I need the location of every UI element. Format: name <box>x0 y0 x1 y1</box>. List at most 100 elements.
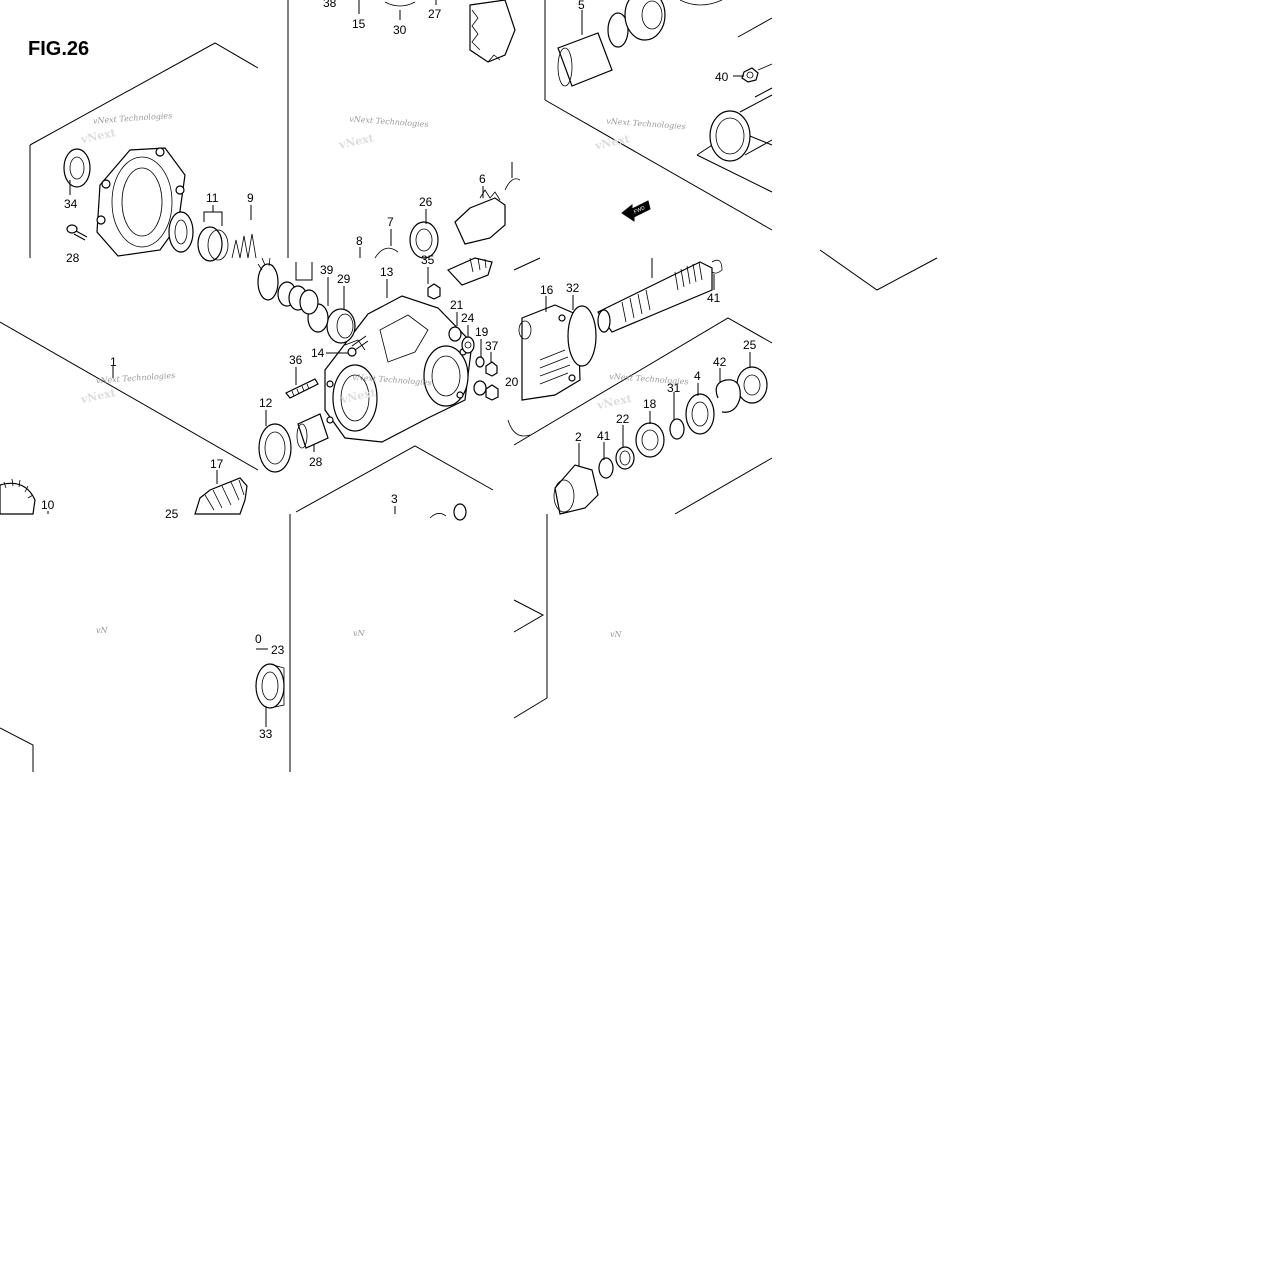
oil-seal-34 <box>63 148 91 188</box>
washer-22 <box>615 446 635 470</box>
bolt-28 <box>66 224 88 241</box>
fwd-direction-arrow: FWD <box>621 200 651 222</box>
callout-18: 18 <box>643 397 657 411</box>
svg-text:vNext: vNext <box>595 392 634 412</box>
watermark-3: vNext Technologies <box>606 117 686 132</box>
boot-17 <box>194 477 248 515</box>
oil-seal-4 <box>685 393 715 435</box>
boot-2 <box>553 464 599 515</box>
watermark-7: vN <box>96 626 109 635</box>
callout-21: 21 <box>450 298 464 312</box>
figure-title: FIG.26 <box>28 38 89 60</box>
parts: FWD <box>0 0 773 709</box>
callout-15: 15 <box>352 17 366 31</box>
callout-26: 26 <box>419 195 433 209</box>
nut-35 <box>427 257 493 300</box>
callout-37: 37 <box>485 339 499 353</box>
spacer-18 <box>635 422 665 458</box>
callout-9: 9 <box>247 191 254 205</box>
callout-39: 39 <box>320 263 334 277</box>
washer-21 <box>448 326 462 342</box>
callout-2: 2 <box>575 430 582 444</box>
axle-shaft-31 <box>597 258 713 333</box>
callout-31: 31 <box>667 381 681 395</box>
o-ring-31 <box>669 418 685 440</box>
axle-housing-tube <box>709 87 773 162</box>
pinion-shaft-6 <box>454 162 521 245</box>
callout-40: 40 <box>715 70 729 84</box>
washer-19 <box>475 356 485 368</box>
plug-37 <box>485 361 498 377</box>
callout-25-left: 25 <box>165 507 179 521</box>
callout-14: 14 <box>311 346 325 360</box>
seal-30-arc <box>384 1 416 7</box>
callout-10: 10 <box>41 498 55 512</box>
panel-frames <box>0 0 938 772</box>
watermark-9: vN <box>610 630 623 639</box>
watermark-6: vNext Technologies <box>609 372 689 387</box>
bearing-26 <box>409 221 439 259</box>
nut-40 <box>741 63 773 83</box>
callout-labels: 38 15 30 27 5 40 34 11 9 28 6 26 7 8 13 … <box>41 0 757 741</box>
callout-8: 8 <box>356 234 363 248</box>
washer-20 <box>473 380 487 396</box>
callout-1: 1 <box>110 355 117 369</box>
shim-7 <box>374 247 399 259</box>
gasket-32 <box>567 305 597 367</box>
callout-35: 35 <box>421 253 435 267</box>
callout-20: 20 <box>505 375 519 389</box>
callout-22: 22 <box>616 412 630 426</box>
callout-32: 32 <box>566 281 580 295</box>
collar-5 <box>557 12 629 87</box>
watermarks: vNext vNext Technologies vNext vNext Tec… <box>79 111 689 639</box>
watermark-4: vNext Technologies <box>96 371 176 386</box>
callout-30: 30 <box>393 23 407 37</box>
washer-24 <box>461 336 475 354</box>
callout-5: 5 <box>578 0 585 12</box>
callout-33: 33 <box>259 727 273 741</box>
leader-lines <box>47 0 751 727</box>
callout-24: 24 <box>461 311 475 325</box>
svg-text:vNext: vNext <box>593 132 632 152</box>
final-gear-housing-16 <box>507 304 581 437</box>
clip-41a <box>711 259 723 274</box>
bearing-top-right <box>624 0 723 41</box>
callout-28-top: 28 <box>66 251 80 265</box>
callout-29: 29 <box>337 272 351 286</box>
callout-34: 34 <box>64 197 78 211</box>
fwd-label: FWD <box>633 205 646 215</box>
ring-gear-10 <box>0 478 36 515</box>
watermark-1: vNext Technologies <box>93 111 173 126</box>
svg-text:vNext: vNext <box>79 126 118 146</box>
callout-17: 17 <box>210 457 224 471</box>
callout-4: 4 <box>694 369 701 383</box>
bearing-29 <box>326 308 356 344</box>
callout-0-partial: 0 <box>255 632 262 646</box>
callout-3: 3 <box>391 492 398 506</box>
callout-12: 12 <box>259 396 273 410</box>
spacers-group <box>277 281 319 315</box>
callout-41-bottom: 41 <box>597 429 611 443</box>
callout-25-right: 25 <box>743 338 757 352</box>
callout-27: 27 <box>428 7 442 21</box>
watermark-2: vNext Technologies <box>349 115 429 130</box>
callout-11: 11 <box>206 191 219 205</box>
callout-6: 6 <box>479 172 486 186</box>
callout-36: 36 <box>289 353 303 367</box>
diff-carrier-13 <box>324 295 473 443</box>
bearing-11 <box>168 211 194 253</box>
callout-13: 13 <box>380 265 394 279</box>
watermark-8: vN <box>353 629 366 638</box>
callout-7: 7 <box>387 215 394 229</box>
gear-left-center <box>257 257 279 301</box>
circlip-41b <box>598 457 614 479</box>
svg-text:vNext: vNext <box>79 386 118 406</box>
callout-16: 16 <box>540 283 554 297</box>
oil-seal-25 <box>736 366 768 404</box>
oil-seal-12 <box>258 423 292 473</box>
callout-42: 42 <box>713 355 727 369</box>
callout-19: 19 <box>475 325 489 339</box>
shim-11 <box>197 226 223 262</box>
svg-text:vNext: vNext <box>337 131 376 151</box>
